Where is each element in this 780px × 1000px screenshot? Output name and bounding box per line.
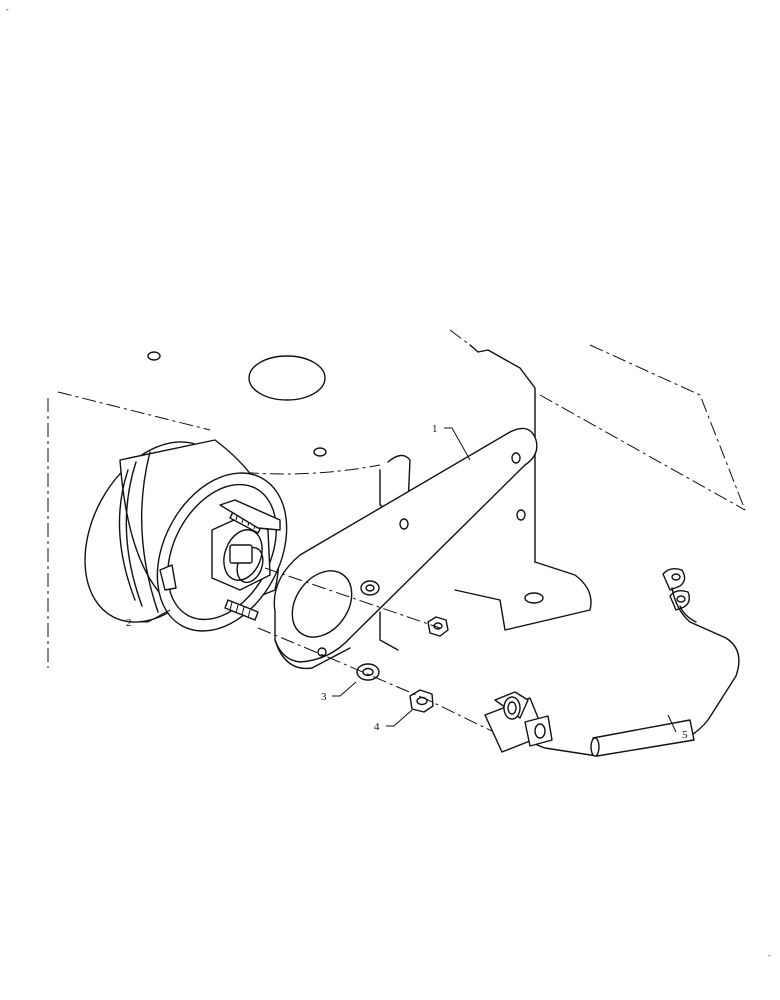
corner-mark-top-left: - [6, 5, 9, 14]
frame-hole [147, 351, 161, 361]
callout-2-label: 2 [126, 617, 132, 629]
part-1-mounting-bracket [273, 427, 538, 670]
bracket-hole [516, 509, 526, 521]
assembly-centerline [264, 567, 441, 629]
callout-5-label: 5 [682, 729, 688, 741]
callout-2: 2 [126, 609, 171, 629]
bracket-hole [511, 452, 521, 464]
assembly-centerline [257, 627, 501, 736]
part-5-wire-harness [484, 567, 740, 757]
callout-1: 1 [432, 423, 471, 461]
part-2-motor-assembly [84, 439, 288, 632]
frame-hole [524, 592, 544, 604]
part-3-washer [356, 663, 380, 681]
callout-4-label: 4 [374, 721, 380, 733]
corner-mark-bottom-right: - [768, 951, 771, 960]
callout-1-label: 1 [432, 423, 438, 435]
callout-4: 4 [374, 709, 413, 733]
bracket-hole [317, 647, 327, 657]
part-3-washer-upper [360, 580, 380, 596]
callout-3: 3 [321, 681, 357, 703]
bracket-hole [399, 518, 409, 530]
callout-3-label: 3 [321, 691, 327, 703]
frame-hole [313, 447, 327, 457]
callout-5: 5 [667, 714, 688, 741]
part-4-nut-upper [427, 616, 449, 637]
frame-large-hole [248, 355, 326, 401]
